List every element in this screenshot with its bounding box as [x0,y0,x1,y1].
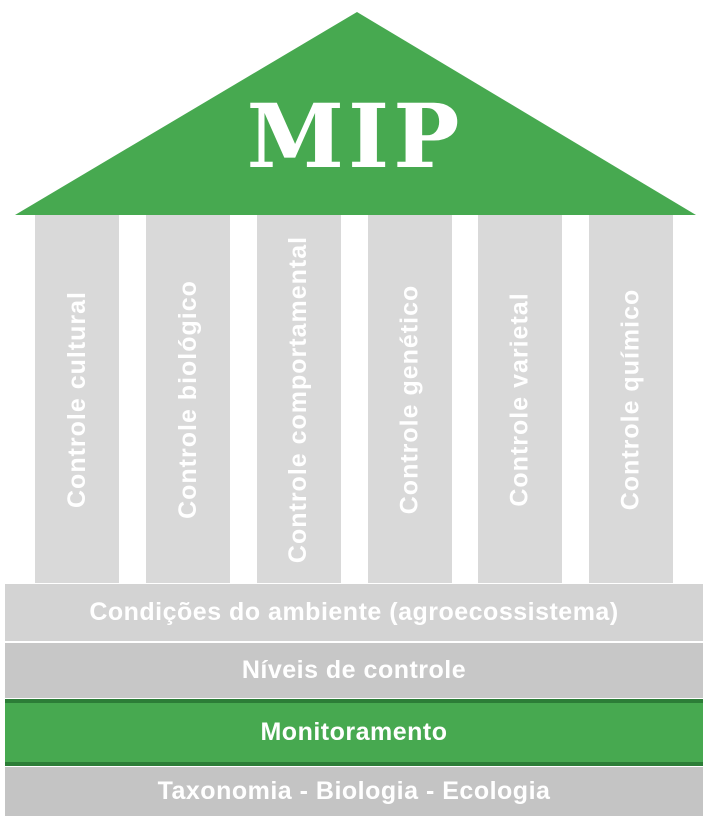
foundation-bar-label: Taxonomia - Biologia - Ecologia [157,777,551,805]
roof-triangle [15,12,696,215]
foundation-bar-label: Condições do ambiente (agroecossistema) [89,598,619,626]
foundation-bar-niveis-controle: Níveis de controle [5,643,703,698]
pillar-controle-varietal: Controle varietal [478,215,562,583]
pillar-label: Controle químico [616,288,645,510]
diagram-title: MIP [246,84,464,188]
foundation-bar-label: Níveis de controle [241,656,467,684]
pillar-controle-quimico: Controle químico [589,215,673,583]
pillar-label: Controle varietal [505,291,534,507]
pillar-label: Controle biológico [173,279,202,519]
foundation-bar-label: Monitoramento [260,718,448,746]
foundation-bar-taxonomia-biologia-ecologia: Taxonomia - Biologia - Ecologia [5,767,703,816]
foundation-bar-condicoes-ambiente: Condições do ambiente (agroecossistema) [5,584,703,641]
pillar-controle-cultural: Controle cultural [35,215,119,583]
pillar-controle-biologico: Controle biológico [146,215,230,583]
pillar-label: Controle comportamental [284,235,313,563]
pillar-controle-comportamental: Controle comportamental [257,215,341,583]
roof-triangle-shape [15,12,696,215]
pillar-label: Controle cultural [62,290,91,508]
pillar-controle-genetico: Controle genético [368,215,452,583]
pillar-label: Controle genético [395,284,424,514]
foundation-bar-monitoramento: Monitoramento [5,699,703,766]
